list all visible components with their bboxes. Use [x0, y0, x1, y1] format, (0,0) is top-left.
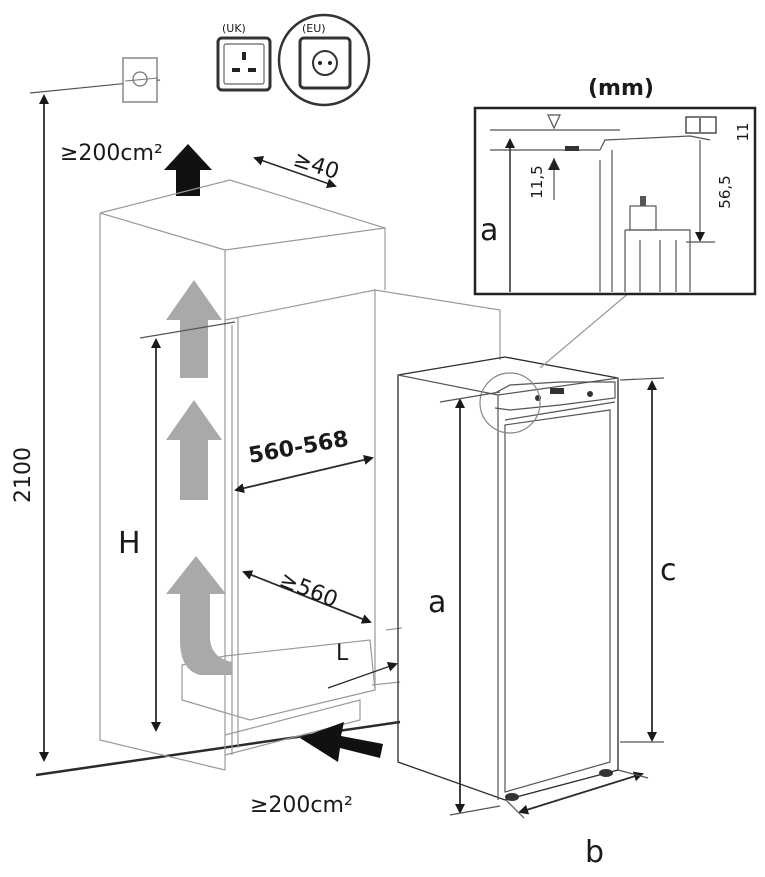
b-label: b	[585, 835, 604, 870]
niche-depth-dimension: ≥560	[242, 567, 372, 624]
uk-socket-icon: (UK)	[216, 22, 272, 92]
niche-depth-label: ≥560	[276, 567, 341, 613]
detail-magnifier-icon	[479, 372, 541, 434]
airflow-arrows	[166, 280, 232, 675]
plug-socket-icon	[122, 57, 159, 103]
l-label: L	[336, 641, 349, 666]
vent-arrow-icon	[164, 144, 212, 196]
detail-56-5-label: 56,5	[716, 175, 734, 208]
detail-a-label: a	[480, 213, 498, 248]
niche-width-dimension: 560-568	[234, 427, 374, 494]
niche-width-label: 560-568	[247, 427, 351, 469]
detail-inset: (mm) a 11,5 56,5 11	[473, 76, 757, 296]
detail-11-label: 11	[734, 122, 752, 141]
vent-arrow-icon	[300, 722, 383, 762]
a-dimension: a	[428, 391, 501, 816]
units-label: (mm)	[588, 76, 654, 101]
detail-11-5-label: 11,5	[528, 165, 546, 198]
niche-cabinet	[99, 179, 501, 771]
airflow-arrow-icon	[166, 556, 232, 675]
l-dimension: L	[327, 641, 398, 689]
rear-gap-dimension: ≥40	[253, 147, 342, 189]
b-dimension: b	[505, 769, 649, 870]
eu-socket-icon: (EU)	[277, 13, 371, 107]
bottom-vent-label: ≥200cm²	[250, 793, 353, 818]
c-dimension: c	[619, 377, 677, 743]
uk-socket-label: (UK)	[222, 22, 246, 35]
a-label: a	[428, 585, 446, 620]
h-dimension: H	[118, 321, 236, 732]
airflow-arrow-icon	[166, 400, 222, 500]
refrigerator	[397, 356, 619, 801]
h-label: H	[118, 526, 141, 561]
total-height-label: 2100	[11, 447, 36, 503]
total-height-dimension: 2100	[11, 79, 161, 762]
eu-socket-label: (EU)	[302, 22, 326, 35]
top-vent-label: ≥200cm²	[60, 141, 163, 166]
c-label: c	[660, 553, 677, 588]
